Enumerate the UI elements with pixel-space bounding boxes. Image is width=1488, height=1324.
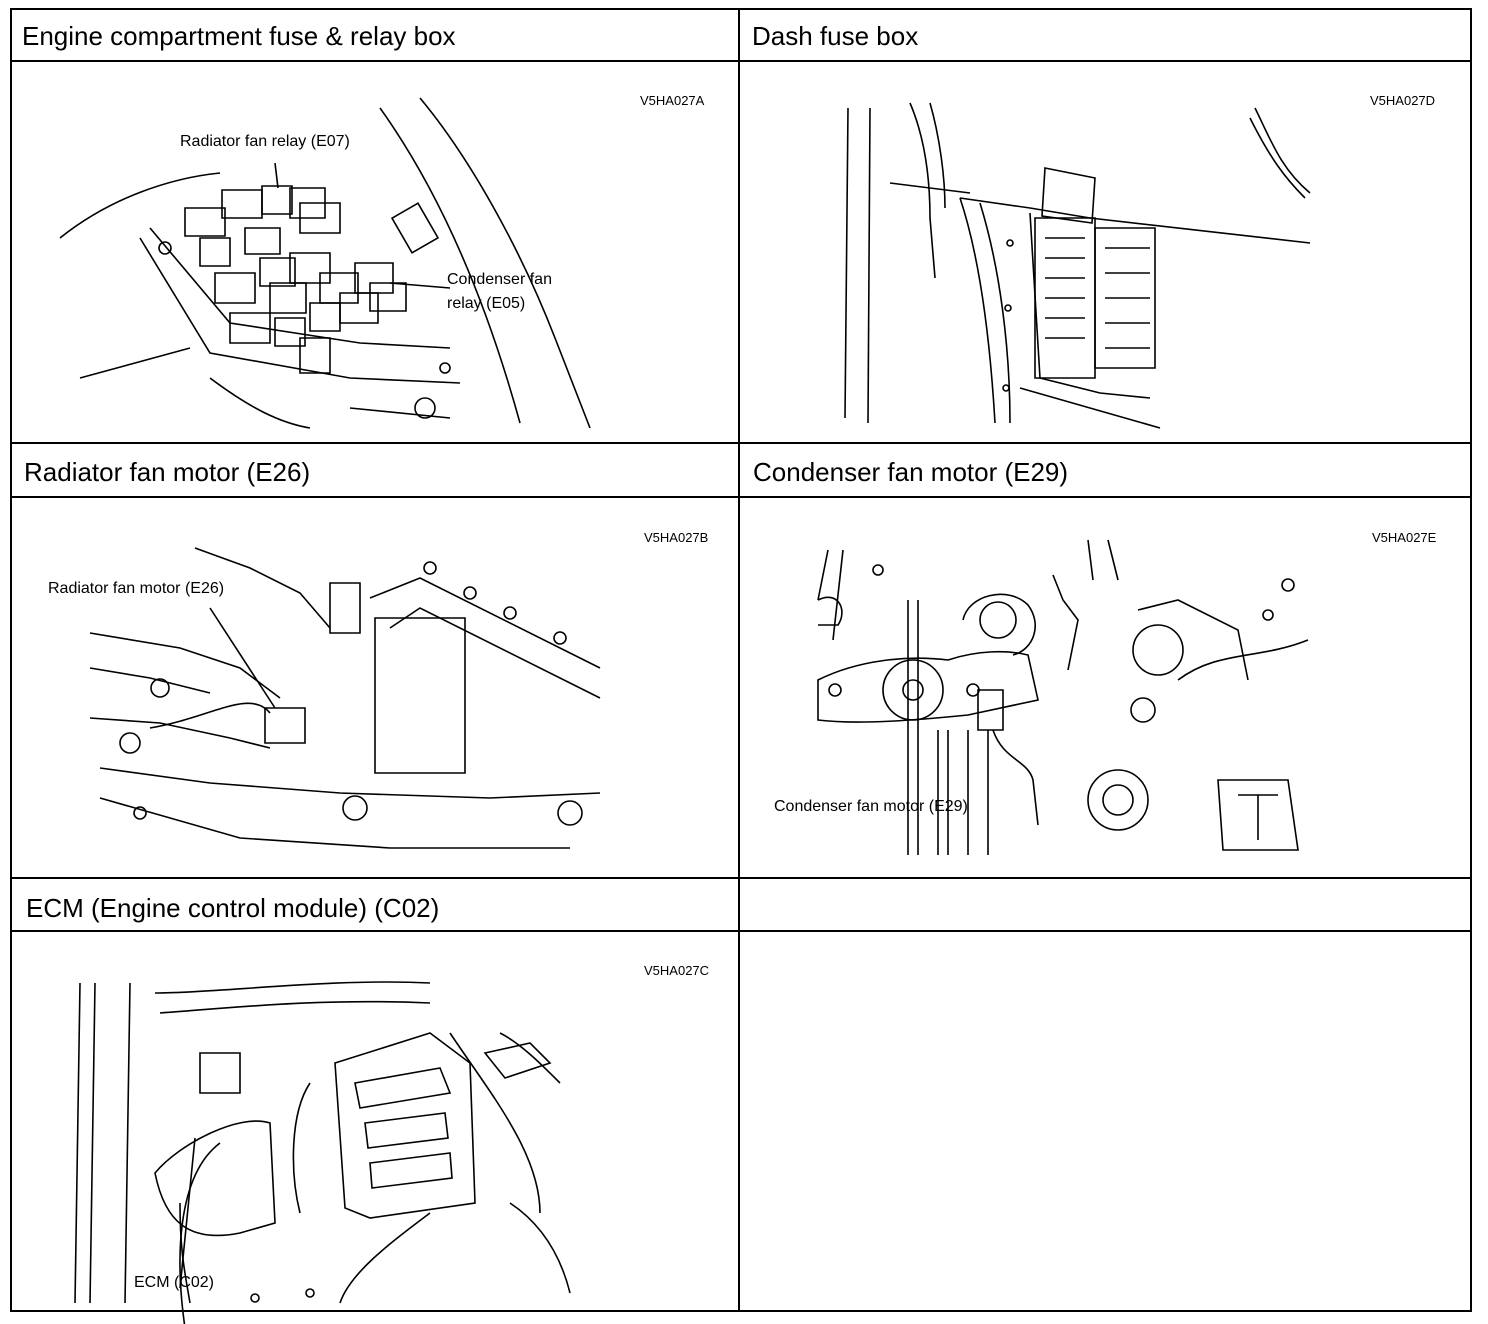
panel-title-radiator-fan-motor: Radiator fan motor (E26) [24,457,311,487]
header-divider-row3 [10,930,1472,932]
connector-location-table: Engine compartment fuse & relay box V5HA… [10,8,1472,1312]
panel-title-condenser-fan-motor: Condenser fan motor (E29) [753,457,1069,487]
panel-title-dash-fuse-box: Dash fuse box [752,21,919,51]
figure-code-ecm: V5HA027C [644,963,710,978]
table-border-left [10,8,12,1312]
header-divider-row2 [10,496,1472,498]
figure-code-condenser-fan-motor: V5HA027E [1372,530,1437,545]
figure-code-radiator-fan-motor: V5HA027B [644,530,709,545]
table-border-right [1470,8,1472,1312]
figure-code-dash-fuse-box: V5HA027D [1370,93,1436,108]
figure-code-engine-fuse-box: V5HA027A [640,93,705,108]
panel-title-engine-fuse-box: Engine compartment fuse & relay box [22,21,456,51]
label-ecm: ECM (C02) [134,1274,215,1291]
column-divider [738,8,740,1312]
radiator-fan-motor-illustration [90,538,600,868]
condenser-fan-motor-illustration [818,540,1308,855]
engine-fuse-box-illustration [50,78,630,438]
table-border-top [10,8,1472,10]
label-radiator-fan-motor: Radiator fan motor (E26) [48,580,225,597]
dash-fuse-box-illustration [830,98,1310,428]
header-divider-row1 [10,60,1472,62]
row-divider-1 [10,442,1472,444]
row-divider-2 [10,877,1472,879]
label-radiator-fan-relay: Radiator fan relay (E07) [180,133,350,150]
label-condenser-fan-relay-line2: relay (E05) [447,295,526,312]
panel-title-ecm: ECM (Engine control module) (C02) [26,893,440,923]
label-condenser-fan-relay-line1: Condenser fan [447,271,552,288]
ecm-illustration [70,973,600,1303]
table-border-bottom [10,1310,1472,1312]
label-condenser-fan-motor: Condenser fan motor (E29) [774,798,968,815]
